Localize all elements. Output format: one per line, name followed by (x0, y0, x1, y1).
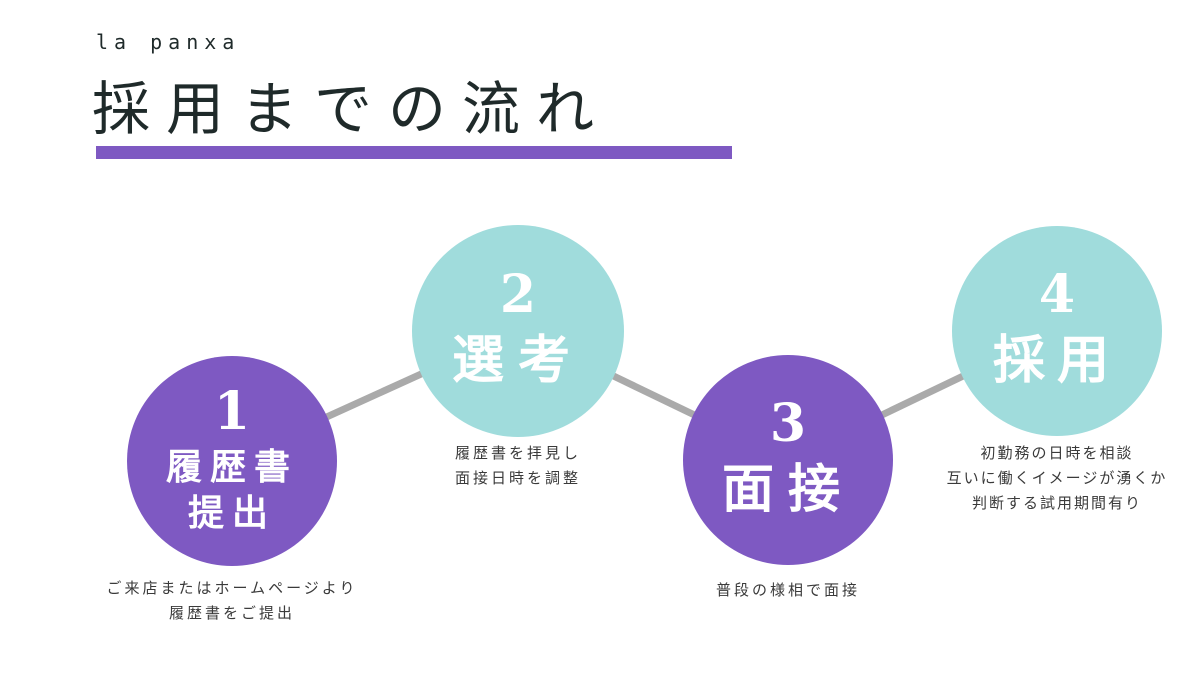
step-2-description: 履歴書を拝見し 面接日時を調整 (454, 444, 581, 487)
step-1-description: ご来店またはホームページより 履歴書をご提出 (106, 579, 358, 622)
step-2-label: 選考 (451, 330, 584, 391)
step-3-label: 面接 (721, 459, 854, 520)
step-4-label: 採用 (992, 330, 1121, 391)
title-underline (96, 146, 732, 159)
step-1-number: 1 (213, 381, 251, 442)
brand-name: la panxa (96, 30, 241, 54)
step-1-circle: 1 履歴書 提出 (127, 356, 337, 566)
step-4-description: 初勤務の日時を相談 互いに働くイメージが湧くか 判断する試用期間有り (946, 444, 1168, 512)
step-4-number: 4 (1038, 264, 1076, 325)
page-title: 採用までの流れ (92, 75, 611, 143)
step-3-circle: 3 面接 (683, 355, 893, 565)
step-4-circle: 4 採用 (952, 226, 1162, 436)
step-3-number: 3 (769, 393, 807, 454)
step-3-description: 普段の様相で面接 (715, 581, 860, 599)
step-2-number: 2 (499, 264, 537, 325)
step-1-label: 履歴書 提出 (165, 446, 298, 534)
step-2-circle: 2 選考 (412, 225, 624, 437)
